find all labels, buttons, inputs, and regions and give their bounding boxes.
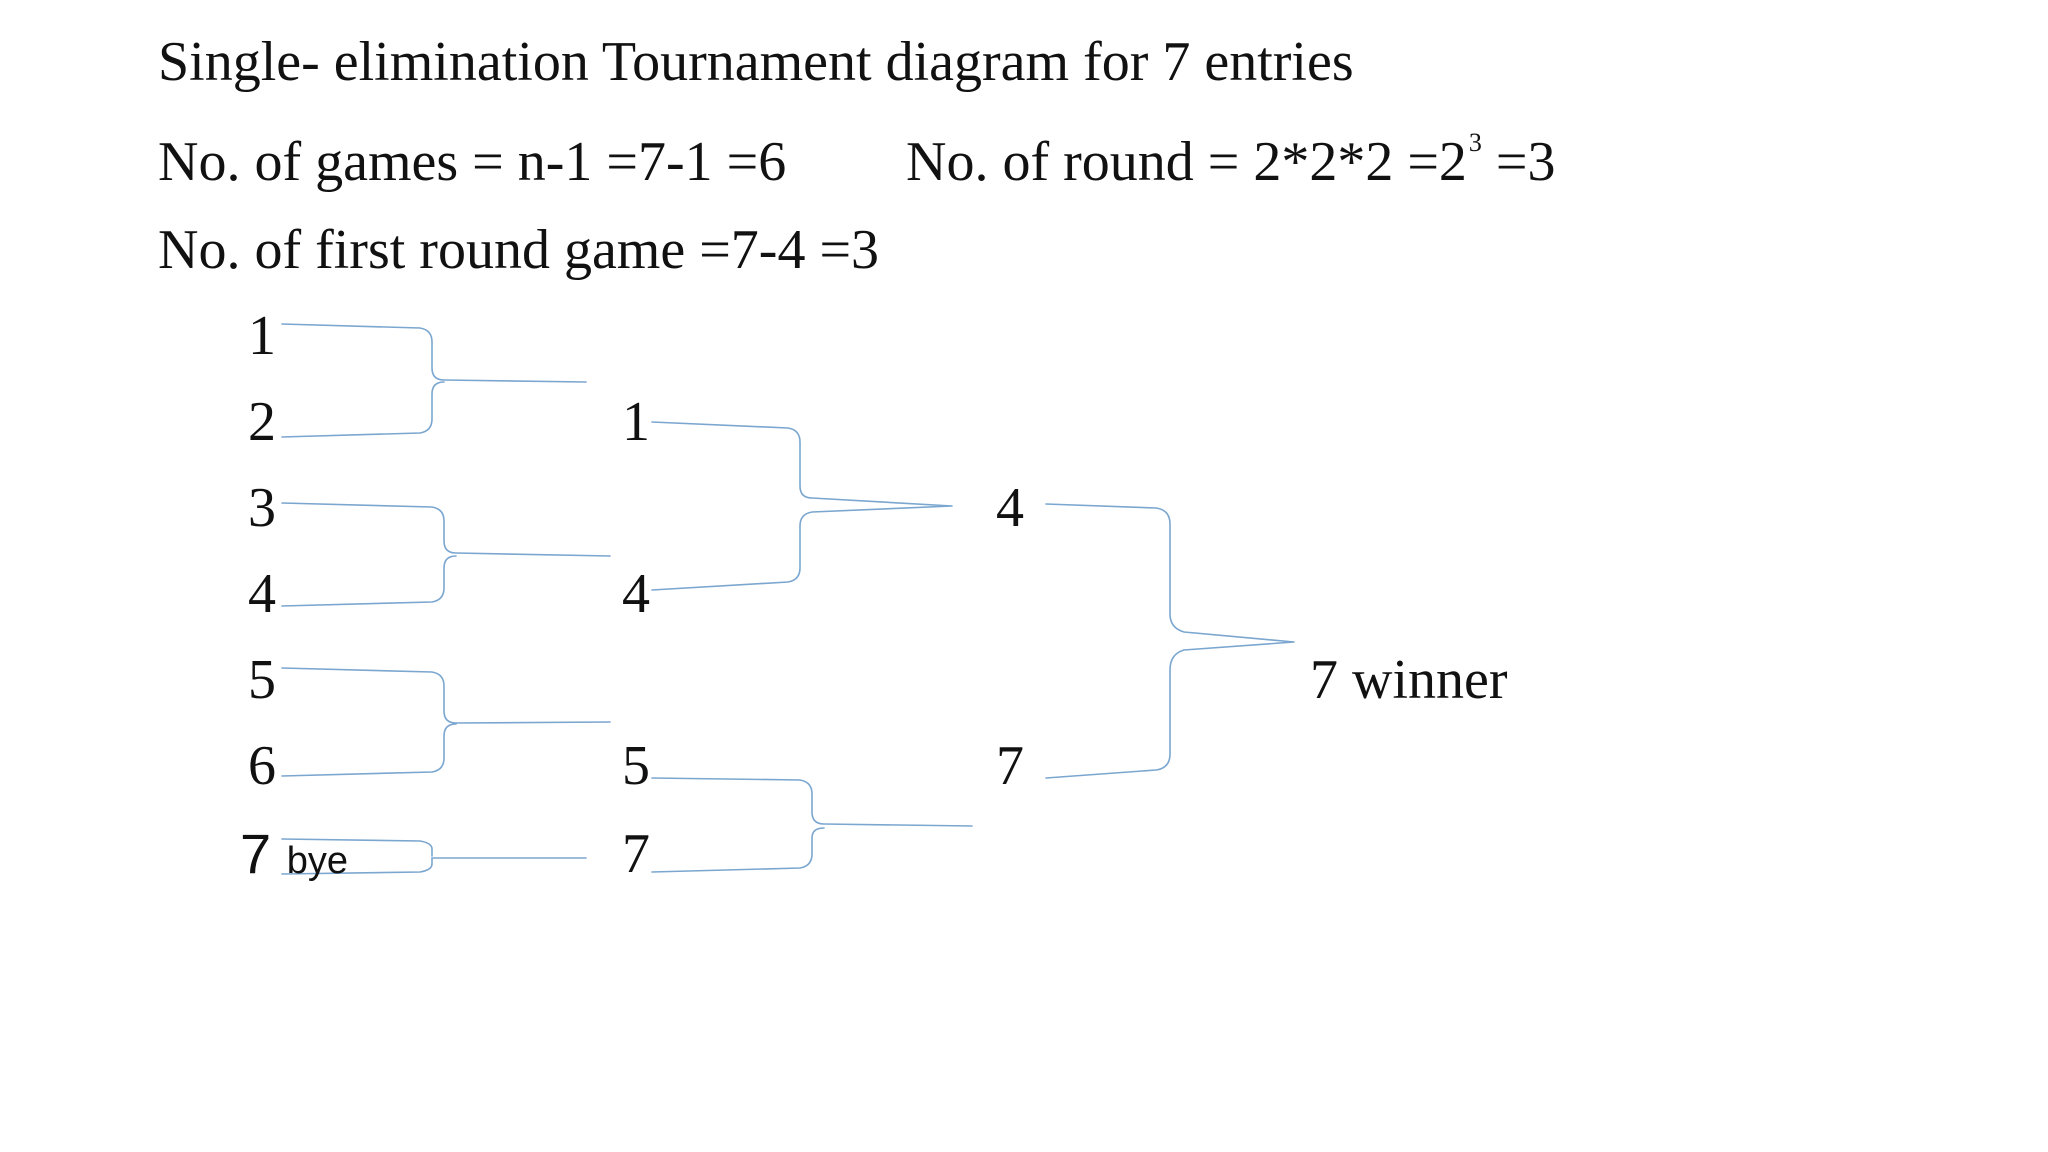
r1-entry-7: 7 bye: [240, 826, 348, 882]
r2-entry-7: 7: [622, 823, 650, 885]
bracket-r2-match1: [651, 421, 953, 591]
r1-entry-4: 4: [248, 563, 276, 625]
r2-entry-4: 4: [622, 563, 650, 625]
r3-entry-4: 4: [996, 477, 1024, 539]
rounds-formula-prefix: No. of round = 2*2*2 =2: [906, 131, 1467, 193]
bracket-r1-match2: [281, 502, 611, 607]
r1-entry-1: 1: [248, 305, 276, 367]
r1-entry-2: 2: [248, 391, 276, 453]
r1-entry-3: 3: [248, 477, 276, 539]
rounds-formula-exponent: 3: [1468, 128, 1482, 157]
bracket-r1-match1: [281, 323, 587, 438]
bracket-r1-bye: [281, 838, 587, 875]
bracket-final: [1045, 503, 1295, 779]
r1-entry-5: 5: [248, 649, 276, 711]
bracket-r2-match2: [651, 777, 973, 873]
first-round-formula: No. of first round game =7-4 =3: [158, 219, 880, 281]
winner-label: 7 winner: [1310, 649, 1508, 711]
r2-entry-1: 1: [622, 391, 650, 453]
bye-label: bye: [286, 840, 348, 882]
bracket-r1-match3: [281, 667, 611, 777]
diagram-title: Single- elimination Tournament diagram f…: [158, 31, 1354, 93]
rounds-formula: No. of round = 2*2*2 =23 =3: [906, 130, 1556, 193]
games-formula: No. of games = n-1 =7-1 =6: [158, 131, 787, 193]
r3-entry-7: 7: [996, 735, 1024, 797]
r1-entry-6: 6: [248, 735, 276, 797]
r1-entry-7-number: 7: [240, 822, 272, 885]
r2-entry-5: 5: [622, 735, 650, 797]
rounds-formula-suffix: =3: [1481, 131, 1556, 193]
